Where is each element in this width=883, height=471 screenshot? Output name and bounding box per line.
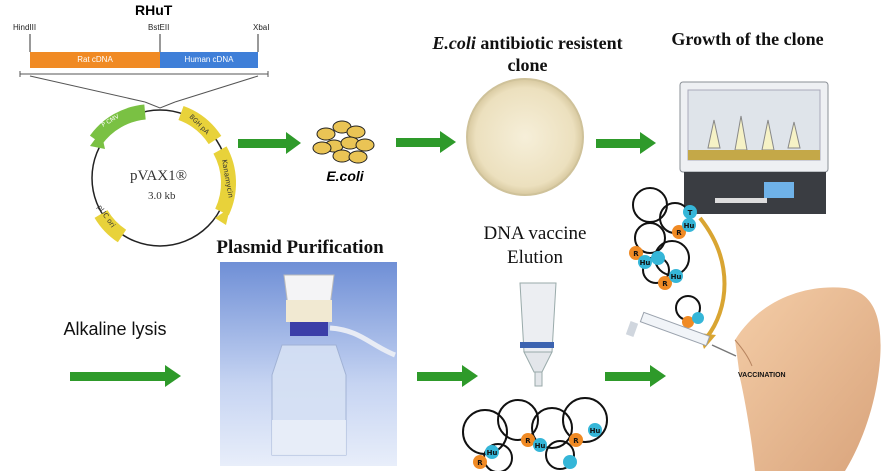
vaccine-node-cluster-right	[629, 205, 704, 328]
arm-illustration	[734, 287, 881, 471]
hindiii-site-label: HindIII	[13, 23, 37, 32]
plasmid-name: pVAX1®	[130, 168, 187, 184]
clone-description: antibiotic resistent clone	[475, 33, 623, 75]
process-arrows	[70, 131, 666, 387]
plasmid-size: 3.0 kb	[148, 190, 176, 202]
arrow-purification-to-elution	[417, 372, 462, 381]
shaker-incubator	[679, 81, 829, 214]
growth-label: Growth of the clone	[671, 29, 824, 49]
xbai-site-label: XbaI	[253, 23, 270, 32]
purification-label: Plasmid Purification	[216, 237, 384, 258]
antibiotic-clone-label: E.coli antibiotic resistent clone	[425, 32, 630, 76]
arrow-ecoli-to-plate	[396, 138, 440, 147]
pvax1-plasmid	[89, 104, 236, 247]
elution-column	[519, 282, 557, 387]
vaccination-label: VACCINATION	[738, 372, 786, 379]
delivery-curve	[698, 216, 727, 339]
rat-cdna-label: Rat cDNA	[77, 55, 113, 64]
ecoli-cells	[312, 120, 375, 164]
arrow-lysis-to-purification	[70, 372, 165, 381]
arrow-plate-to-growth	[596, 139, 640, 148]
arrow-plasmid-to-ecoli	[238, 139, 286, 148]
arrow-elution-to-vaccination	[605, 372, 650, 381]
ecoli-label: E.coli	[326, 168, 364, 184]
purification-photo	[220, 262, 397, 466]
elution-label: DNA vaccine Elution	[483, 223, 587, 268]
clone-organism: E.coli	[432, 33, 476, 53]
bsteii-site-label: BstEII	[148, 23, 170, 32]
lysis-label: Alkaline lysis	[63, 319, 167, 339]
construct-map	[19, 34, 269, 109]
vaccine-node-cluster-bottom	[473, 423, 602, 469]
human-cdna-segment: Human cDNA	[160, 52, 258, 68]
syringe	[625, 311, 737, 357]
construct-title: RHuT	[135, 2, 173, 18]
rat-cdna-segment: Rat cDNA	[30, 52, 160, 68]
human-cdna-label: Human cDNA	[184, 55, 234, 64]
petri-plate	[466, 78, 584, 196]
